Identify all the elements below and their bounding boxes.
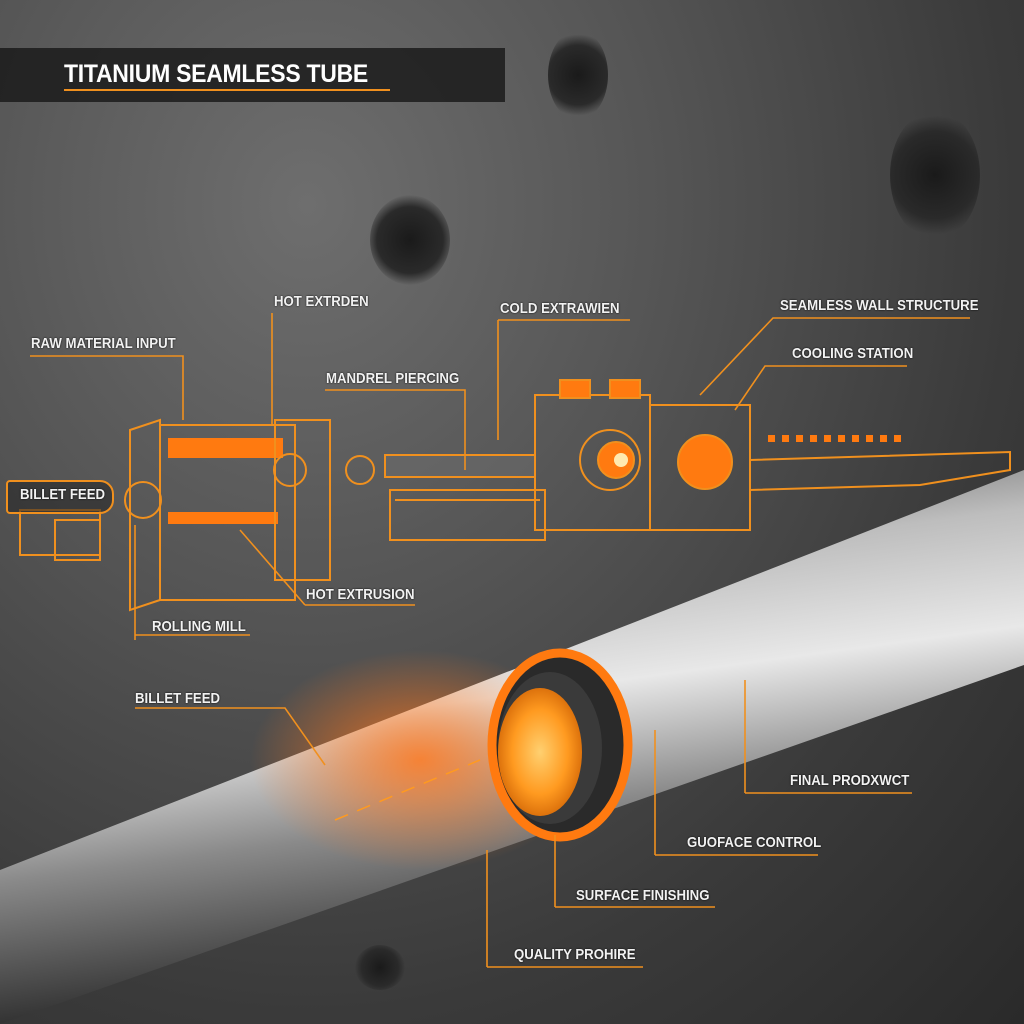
label-hot-extruded: HOT EXTRDEN: [274, 293, 369, 310]
surface-stain: [370, 195, 450, 285]
label-rolling-mill: ROLLING MILL: [152, 618, 246, 635]
label-hot-extrusion: HOT EXTRUSION: [306, 586, 415, 603]
label-mandrel-piercing: MANDREL PIERCING: [326, 370, 460, 387]
surface-stain: [890, 110, 980, 240]
label-billet-feed: BILLET FEED: [135, 690, 221, 707]
title-banner: [0, 48, 505, 102]
label-billet-feed-machine: BILLET FEED: [20, 486, 106, 503]
titanium-tube: [0, 470, 1024, 1024]
surface-stain: [548, 30, 608, 120]
label-final-product: FINAL PRODXWCT: [790, 772, 910, 789]
title-underline: [64, 89, 390, 91]
label-guoface-control: GUOFACE CONTROL: [687, 834, 822, 851]
production-line-machinery: [19, 379, 1011, 612]
surface-stain: [355, 945, 405, 990]
label-raw-material-input: RAW MATERIAL INPUT: [31, 335, 176, 352]
billet-feed-tag: [6, 480, 114, 514]
page-title: TITANIUM SEAMLESS TUBE: [64, 60, 369, 88]
label-seamless-wall-structure: SEAMLESS WALL STRUCTURE: [780, 297, 979, 314]
leader-lines: [30, 313, 970, 968]
label-quality-prohire: QUALITY PROHIRE: [514, 946, 636, 963]
label-cold-extrawien: COLD EXTRAWIEN: [500, 300, 620, 317]
label-cooling-station: COOLING STATION: [792, 345, 914, 362]
label-surface-finishing: SURFACE FINISHING: [576, 887, 710, 904]
